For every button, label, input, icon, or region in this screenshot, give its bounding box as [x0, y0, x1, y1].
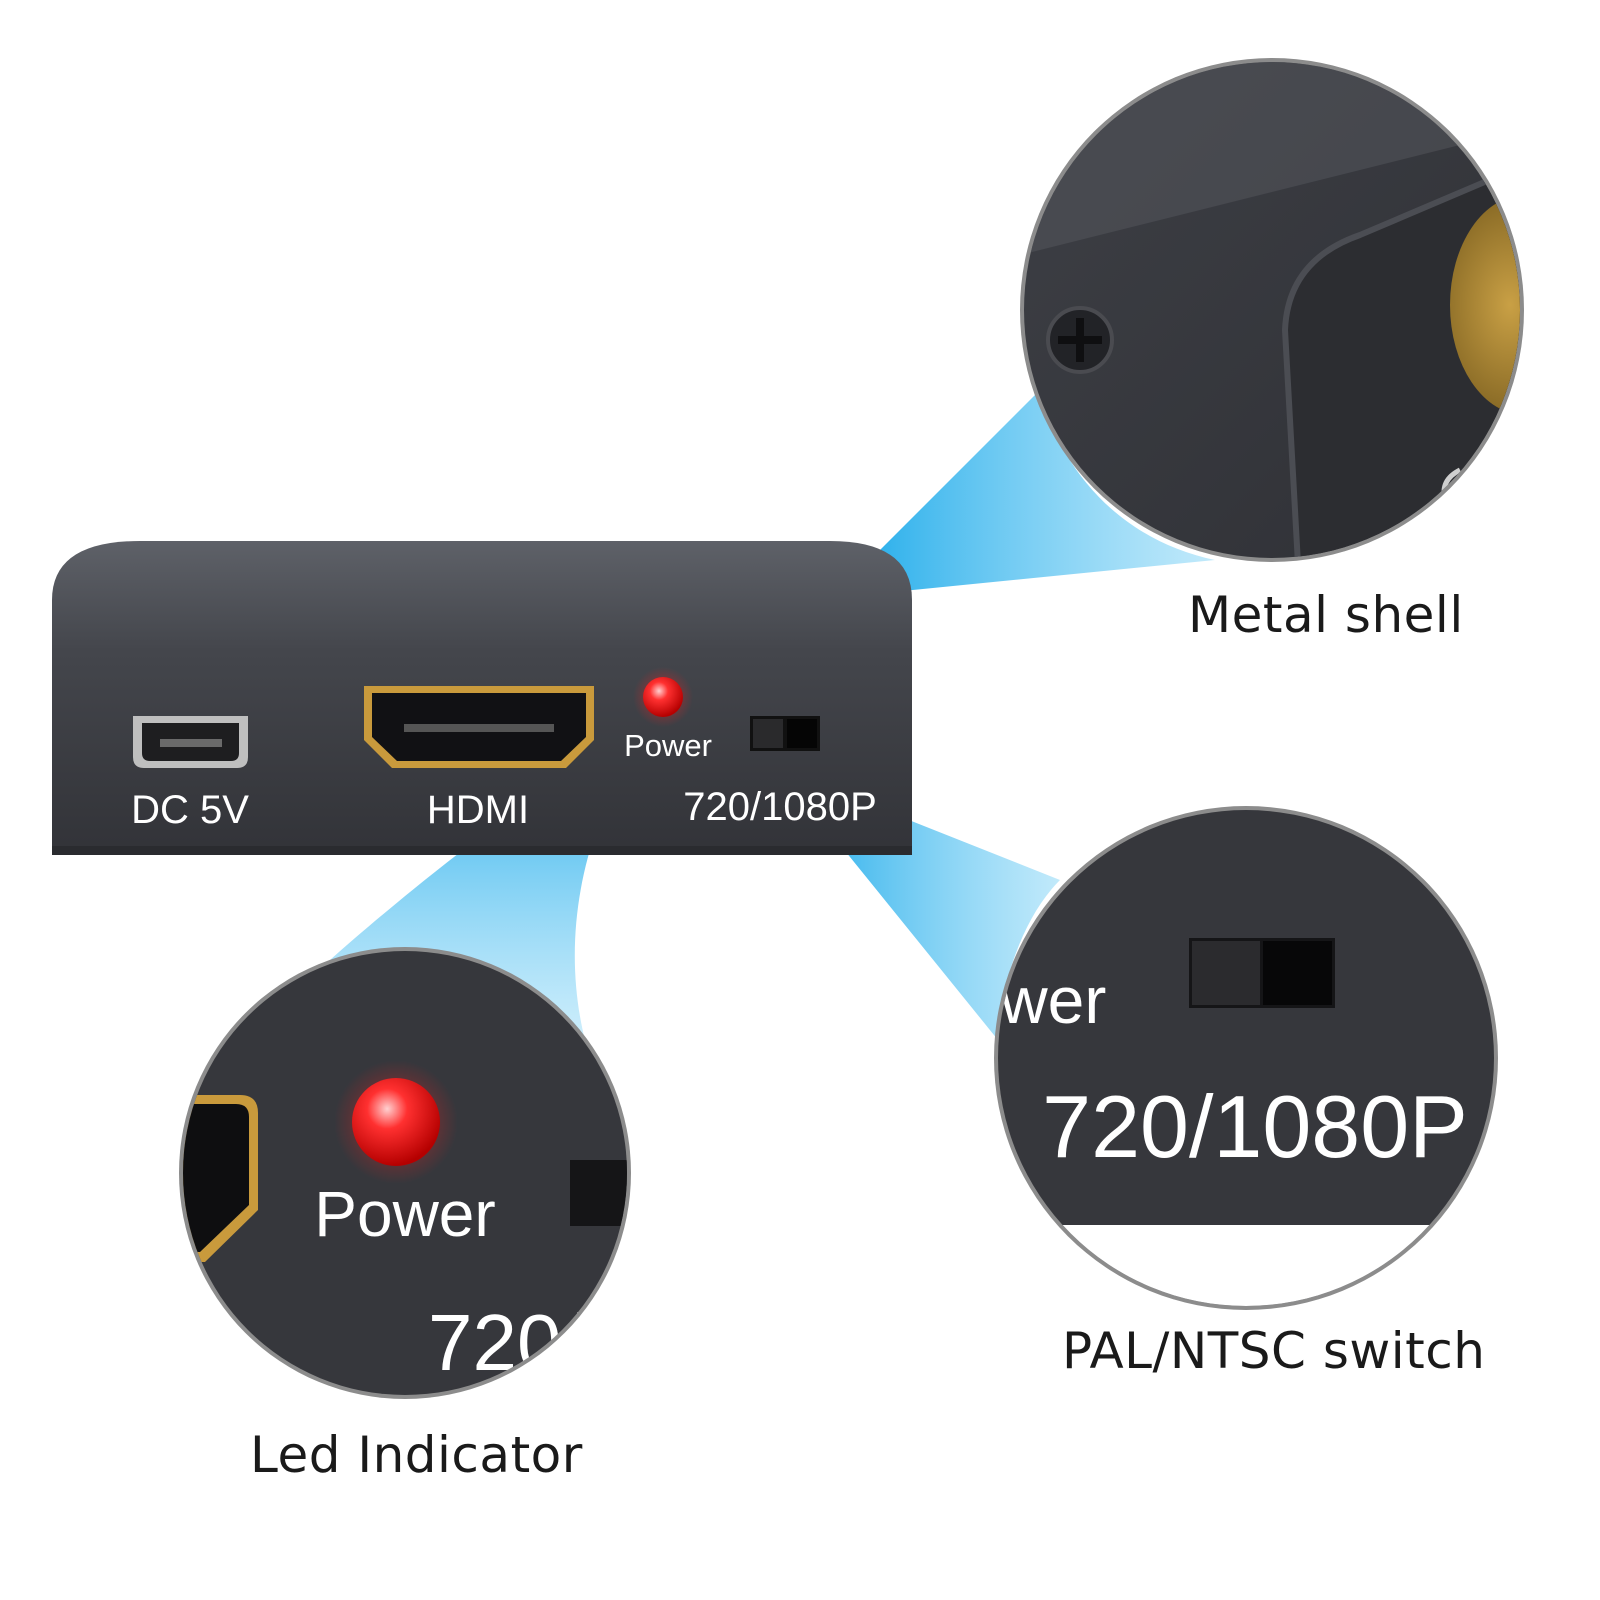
callout-title-led-indicator: Led Indicator [250, 1426, 583, 1484]
callout-title-pal-ntsc-switch: PAL/NTSC switch [1062, 1322, 1486, 1380]
zoom-metal-shell [1020, 58, 1524, 562]
callout-title-metal-shell: Metal shell [1188, 586, 1464, 644]
zoom-pal-label: 720/1080P [1042, 1077, 1468, 1176]
switch-label: 720/1080P [683, 785, 877, 829]
zoom-pal-fragment: wer [999, 963, 1106, 1037]
hdmi-port-icon [364, 686, 594, 768]
slide-switch-icon [750, 716, 820, 751]
dc-port-icon [133, 716, 248, 768]
zoom-led-switch-icon [570, 1160, 627, 1226]
led-label: Power [624, 728, 712, 763]
zoom-led-label: Power [314, 1178, 495, 1250]
zoom-led-icon [352, 1078, 440, 1166]
led-indicator-icon [643, 677, 683, 717]
hdmi-port-label: HDMI [427, 788, 529, 832]
zoom-pal-switch: wer 720/1080P [994, 806, 1498, 1310]
dc-port-label: DC 5V [131, 788, 249, 832]
beam-metal-shell [832, 390, 1215, 598]
